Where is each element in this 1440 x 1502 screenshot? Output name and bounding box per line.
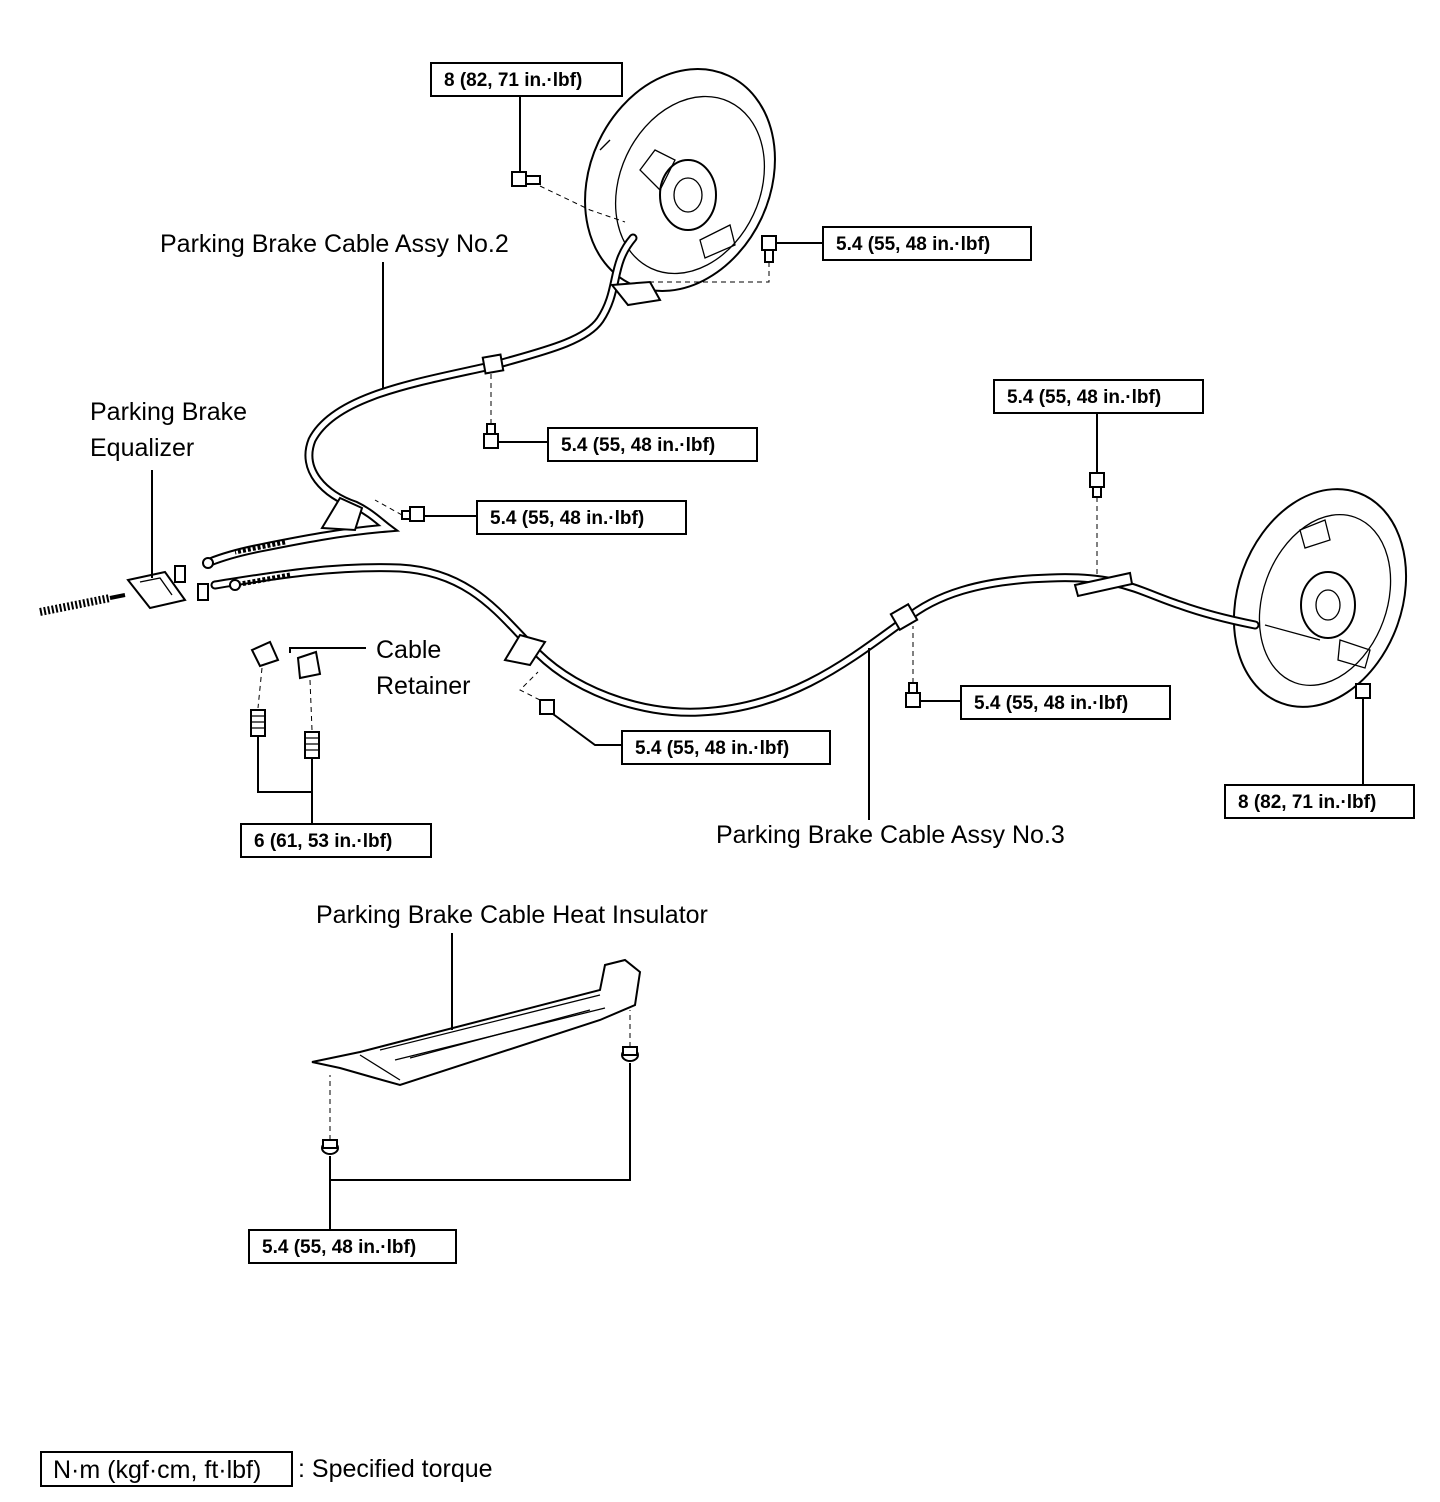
torque-value: 5.4 (55, 48 in.·lbf) (262, 1237, 416, 1258)
torque-box-no3-bracket: 5.4 (55, 48 in.·lbf) (621, 730, 831, 765)
cable-retainer-parts (250, 640, 322, 759)
right-brake-backing-plate (1232, 488, 1408, 708)
bolt-right-upper (1089, 472, 1105, 498)
torque-box-left-bracket: 5.4 (55, 48 in.·lbf) (476, 500, 687, 535)
torque-box-top-backplate: 8 (82, 71 in.·lbf) (430, 62, 623, 97)
label-cable-no3: Parking Brake Cable Assy No.3 (716, 821, 1065, 849)
torque-value: 5.4 (55, 48 in.·lbf) (635, 738, 789, 759)
torque-box-retainer: 6 (61, 53 in.·lbf) (240, 823, 432, 858)
bolt-top-backplate (511, 171, 541, 187)
cable-assy-no2 (174, 233, 662, 583)
torque-box-top-bracket: 5.4 (55, 48 in.·lbf) (822, 226, 1032, 261)
cable-assy-no3 (197, 563, 1260, 717)
torque-value: 5.4 (55, 48 in.·lbf) (490, 508, 644, 529)
torque-box-mid-clamp: 5.4 (55, 48 in.·lbf) (547, 427, 758, 462)
bolt-mid-clamp (483, 423, 499, 449)
torque-box-right-backplate: 8 (82, 71 in.·lbf) (1224, 784, 1415, 819)
label-retainer-line1: Cable (376, 636, 441, 664)
heat-insulator-part (311, 958, 642, 1087)
torque-value: 5.4 (55, 48 in.·lbf) (561, 435, 715, 456)
label-equalizer-line1: Parking Brake (90, 398, 247, 426)
torque-value: 5.4 (55, 48 in.·lbf) (836, 234, 990, 255)
torque-value: 5.4 (55, 48 in.·lbf) (1007, 387, 1161, 408)
label-equalizer-line2: Equalizer (90, 434, 194, 462)
bolt-no3-bracket (539, 699, 555, 715)
torque-value: 8 (82, 71 in.·lbf) (1238, 792, 1376, 813)
nut-insulator-right (621, 1046, 639, 1062)
legend-unit-box: N·m (kgf·cm, ft·lbf) (53, 1456, 261, 1484)
torque-value: 5.4 (55, 48 in.·lbf) (974, 693, 1128, 714)
bolt-left-bracket (401, 506, 425, 522)
torque-box-insulator: 5.4 (55, 48 in.·lbf) (248, 1229, 457, 1264)
legend: N·m (kgf·cm, ft·lbf) : Specified torque (40, 1451, 493, 1487)
torque-box-no3-clamp: 5.4 (55, 48 in.·lbf) (960, 685, 1171, 720)
parking-brake-equalizer (39, 570, 187, 616)
bolt-no3-clamp (905, 682, 921, 708)
bolt-top-bracket (761, 235, 777, 263)
torque-box-right-upper: 5.4 (55, 48 in.·lbf) (993, 379, 1204, 414)
leader-lines (151, 96, 1364, 1230)
torque-value: 8 (82, 71 in.·lbf) (444, 70, 582, 91)
torque-value: 6 (61, 53 in.·lbf) (254, 831, 392, 852)
nut-insulator-left (321, 1139, 339, 1155)
label-heat-insulator: Parking Brake Cable Heat Insulator (316, 901, 708, 929)
bolt-right-backplate (1355, 683, 1371, 699)
install-lines (329, 185, 1098, 1140)
label-cable-no2: Parking Brake Cable Assy No.2 (160, 230, 509, 258)
legend-description: : Specified torque (298, 1455, 493, 1483)
label-retainer-line2: Retainer (376, 672, 471, 700)
